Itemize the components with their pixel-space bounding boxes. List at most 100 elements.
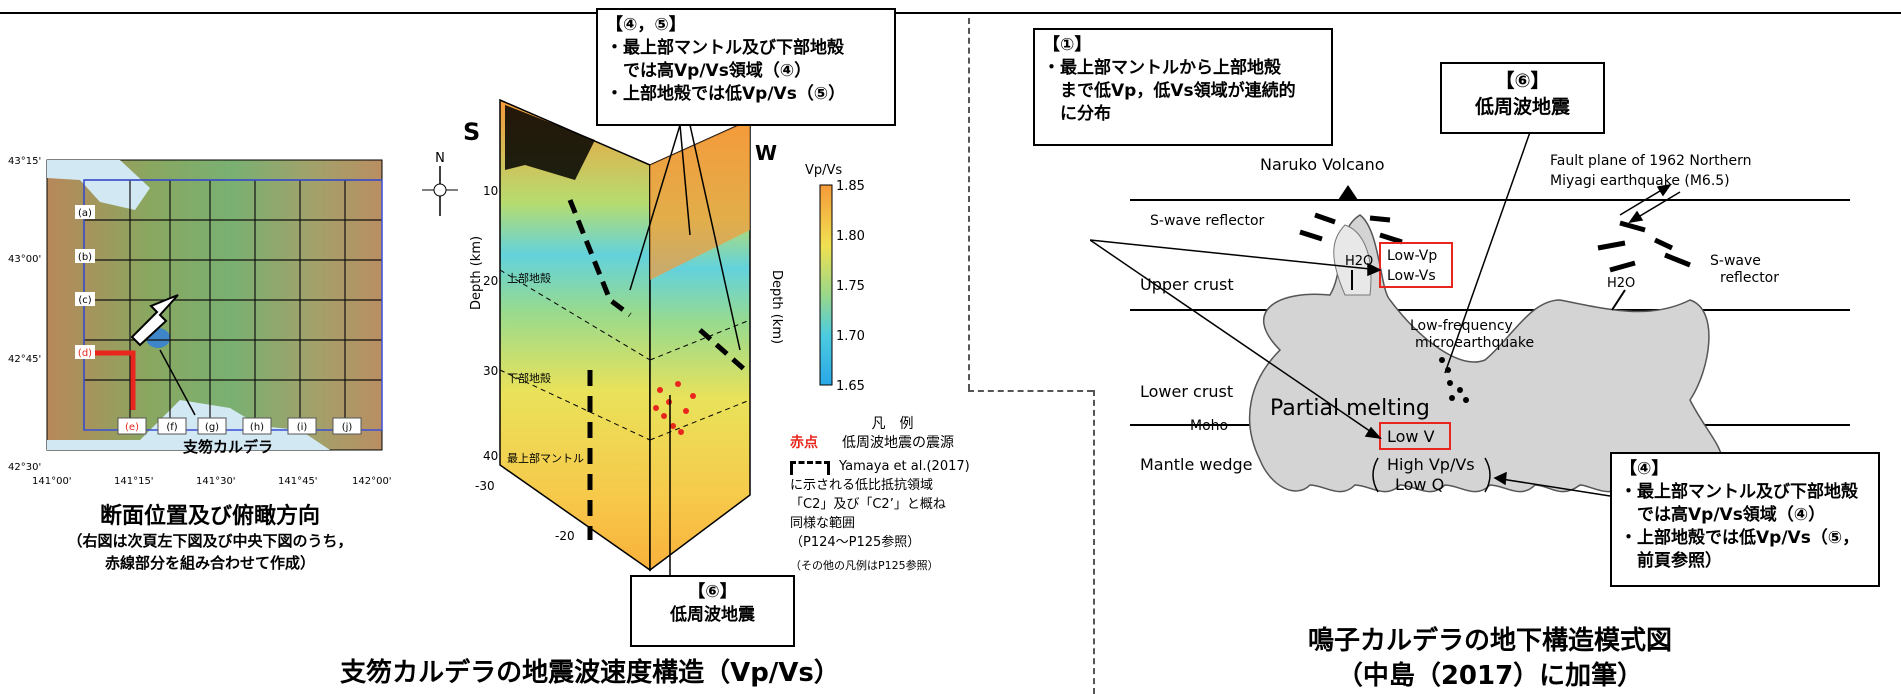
- legend-red-text: 低周波地震の震源: [842, 435, 954, 451]
- caldera-label: 支笏カルデラ: [182, 438, 273, 456]
- legend-dash-1: Yamaya et al.(2017): [839, 459, 970, 474]
- resistivity-c2-upper: [567, 199, 632, 317]
- depth-tick-20: 20: [483, 274, 498, 288]
- view-direction-arrow: [130, 294, 179, 347]
- arrow-45-mid: [679, 124, 691, 236]
- model-caption-2: （中島（2017）に加筆）: [1336, 661, 1644, 691]
- label-high-vpvs: High Vp/Vs: [1387, 455, 1475, 474]
- label-low-v: Low V: [1387, 427, 1435, 446]
- colorbar-ramp: [819, 184, 833, 386]
- divider-horizontal: [968, 390, 1093, 392]
- label-lf-2: microearthquake: [1415, 335, 1534, 351]
- label-volcano: Naruko Volcano: [1260, 155, 1385, 174]
- caldera-pointer: [159, 349, 196, 416]
- divider-vertical-lower: [1093, 390, 1095, 694]
- bottom-tick-minus30: -30: [475, 479, 495, 493]
- label-h2o-right: H2O: [1607, 276, 1635, 291]
- resistivity-c2prime: [698, 328, 747, 372]
- label-h2o-left: H2O: [1345, 254, 1373, 269]
- location-map: (a) (b) (c) (d) (e) (f) (g) (h) (i) (j) …: [8, 156, 392, 485]
- section-line-red: [86, 350, 136, 410]
- depth-label-left: Depth (km): [469, 236, 484, 310]
- sea-south: [47, 400, 330, 450]
- label-s-wave: S-wave: [1710, 253, 1761, 269]
- legend-dash-icon: [790, 461, 830, 475]
- vpvs-colorbar: Vp/Vs 1.85 1.80 1.75 1.70 1.65: [805, 163, 865, 394]
- callout-4-5-line2: では高Vp/Vs領域（④）: [606, 61, 812, 81]
- colorbar-title: Vp/Vs: [805, 163, 842, 178]
- layer-label-upper-crust: 上部地殻: [507, 271, 551, 285]
- callout-4-title: 【④】: [1620, 459, 1669, 479]
- legend-dash-3: 「C2」及び「C2’」と概ね: [790, 497, 946, 512]
- colorbar-tick-5: 1.65: [836, 379, 865, 394]
- col-label-i: (i): [297, 422, 308, 433]
- arrow-45-right: [689, 124, 741, 351]
- divider-vertical-upper: [968, 18, 970, 390]
- legend-dash-2: に示される低比抵抗領域: [790, 478, 934, 493]
- legend-title: 凡 例: [871, 416, 914, 432]
- map-terrain: [46, 159, 383, 451]
- section-corner-s: S: [463, 118, 480, 146]
- col-label-j: (j): [342, 422, 353, 433]
- callout-6-left-title: 【⑥】: [688, 582, 737, 602]
- colorbar-tick-4: 1.70: [836, 329, 865, 344]
- col-label-h: (h): [250, 422, 264, 433]
- lat-tick-1: 43°15': [8, 156, 41, 167]
- callout-box-4: 【④】 ・最上部マントル及び下部地殻 では高Vp/Vs領域（④） ・上部地殻では…: [1610, 452, 1880, 587]
- colorbar-tick-3: 1.75: [836, 279, 865, 294]
- arrow-1-to-lowv: [1090, 239, 1381, 439]
- section-callout-arrows: [629, 124, 741, 575]
- section-face-right-top: [650, 120, 750, 280]
- label-fault-1: Fault plane of 1962 Northern: [1550, 153, 1752, 169]
- model-callout-arrows: [1090, 117, 1611, 497]
- col-label-f: (f): [166, 422, 177, 433]
- callout-4-line3: ・上部地殻では低Vp/Vs（⑤，: [1620, 528, 1860, 548]
- reflectors-right: [1597, 220, 1691, 273]
- callout-box-6-left: 【⑥】 低周波地震: [630, 575, 795, 647]
- bracket-right: [1484, 457, 1491, 493]
- lat-tick-4: 42°30': [8, 462, 41, 473]
- label-low-vs: Low-Vs: [1387, 268, 1436, 284]
- col-label-e: (e): [125, 422, 139, 433]
- depth-tick-10: 10: [483, 184, 498, 198]
- legend-dash-4: 同様な範囲: [790, 516, 856, 531]
- label-low-q: Low Q: [1395, 475, 1444, 494]
- label-lower-crust: Lower crust: [1140, 382, 1233, 401]
- earthquake-cluster: [505, 105, 595, 180]
- callout-1-line1: ・最上部マントルから上部地殻: [1043, 58, 1281, 78]
- row-label-c: (c): [78, 295, 91, 306]
- callout-6-right-text: 低周波地震: [1474, 96, 1570, 118]
- bracket-left: [1372, 457, 1379, 493]
- volcano-icon: [1338, 185, 1358, 200]
- legend-red-key: 赤点: [790, 435, 818, 451]
- section-legend: 凡 例 赤点 低周波地震の震源 Yamaya et al.(2017) に示される…: [790, 415, 975, 575]
- legend-dash-5: （P124～P125参照）: [790, 535, 921, 550]
- callout-4-line2: では高Vp/Vs領域（④）: [1620, 505, 1826, 525]
- lon-tick-3: 141°30': [196, 476, 236, 485]
- callout-1-title: 【①】: [1043, 35, 1092, 55]
- map-caption: 断面位置及び俯瞰方向: [99, 504, 320, 529]
- label-low-vp: Low-Vp: [1387, 248, 1437, 264]
- callout-6-right-title: 【⑥】: [1495, 70, 1550, 92]
- lon-tick-4: 141°45': [278, 476, 318, 485]
- layer-label-mantle: 最上部マントル: [507, 451, 584, 465]
- vpvs-section-3d: S W Depth (km) Depth (km) 10 20 30 40 -3…: [463, 98, 784, 572]
- lon-tick-2: 141°15': [114, 476, 154, 485]
- colorbar-tick-1: 1.85: [836, 179, 865, 194]
- row-label-b: (b): [78, 252, 92, 263]
- arrow-1-to-lowvp: [1090, 239, 1381, 271]
- label-fault-2: Miyagi earthquake (M6.5): [1550, 173, 1730, 189]
- north-arrow-icon: N: [422, 151, 458, 216]
- arrow-4: [1494, 477, 1611, 497]
- section-caption: 支笏カルデラの地震波速度構造（Vp/Vs）: [340, 658, 840, 688]
- depth-tick-30: 30: [483, 364, 498, 378]
- depth-tick-40: 40: [483, 449, 498, 463]
- lon-tick-5: 142°00': [352, 476, 392, 485]
- callout-4-line1: ・最上部マントル及び下部地殻: [1620, 482, 1858, 502]
- lon-tick-1: 141°00': [32, 476, 72, 485]
- lat-tick-2: 43°00': [8, 254, 41, 265]
- sea-north: [47, 160, 150, 210]
- col-label-g: (g): [205, 422, 219, 433]
- depth-label-right: Depth (km): [769, 270, 784, 344]
- layer-label-lower-crust: 下部地殻: [507, 371, 551, 385]
